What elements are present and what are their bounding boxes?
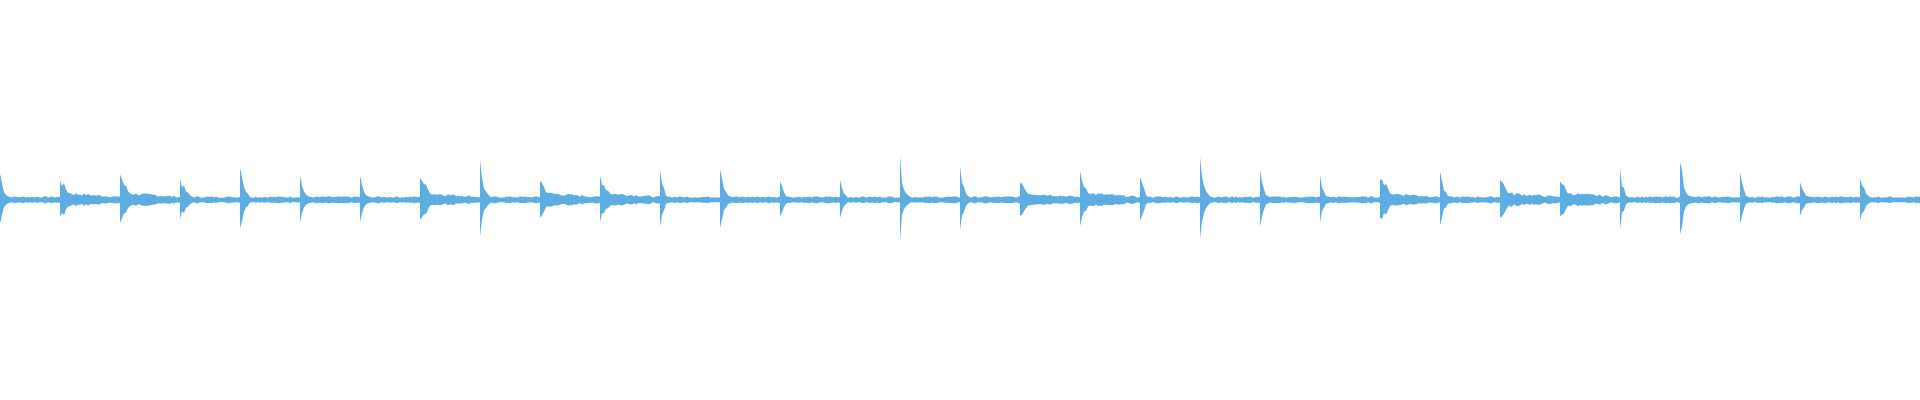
waveform-beat-19 [1080, 171, 1140, 226]
waveform-beat-1 [0, 173, 60, 224]
waveform-beat-17 [960, 166, 1020, 231]
waveform-beat-3 [120, 174, 180, 223]
waveform-beat-22 [1260, 170, 1320, 227]
waveform-beat-12 [660, 170, 720, 227]
waveform-beat-21 [1200, 157, 1260, 239]
waveform-beat-24 [1380, 179, 1440, 219]
waveform-beat-28 [1620, 167, 1680, 230]
waveform-beat-25 [1440, 171, 1500, 226]
waveform-beat-30 [1740, 172, 1800, 225]
waveform-beat-4 [180, 179, 240, 219]
waveform-beat-32 [1860, 178, 1920, 220]
waveform-beat-5 [240, 168, 300, 229]
waveform-beat-9 [480, 159, 540, 237]
waveform-beat-11 [600, 175, 660, 222]
waveform-beat-20 [1140, 176, 1200, 222]
waveform-beat-7 [360, 175, 420, 222]
waveform-beat-8 [420, 177, 480, 220]
waveform-beat-23 [1320, 175, 1380, 223]
waveform-beat-29 [1680, 162, 1740, 234]
waveform-beat-13 [720, 169, 780, 228]
waveform-centerline [0, 199, 1920, 201]
waveform-beat-6 [300, 174, 360, 223]
waveform-beat-16 [900, 155, 960, 241]
